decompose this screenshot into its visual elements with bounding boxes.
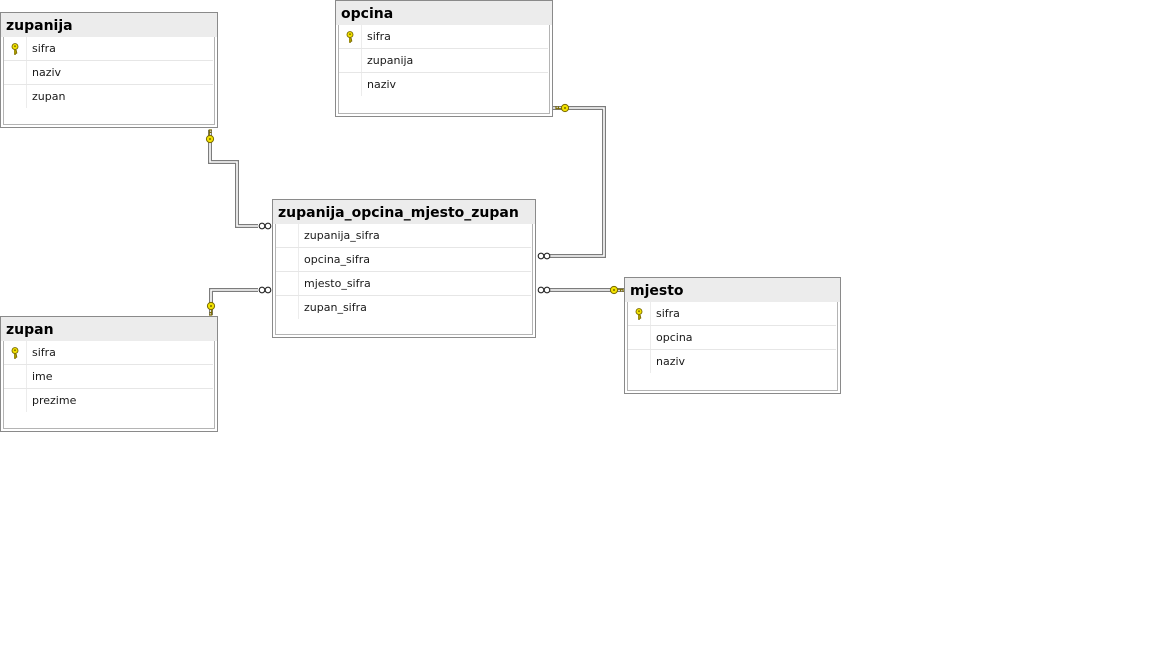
column-name: zupanija_sifra — [304, 229, 380, 242]
relationship-zupan[interactable] — [209, 288, 258, 315]
table-title[interactable]: zupanija — [1, 13, 217, 37]
column-name: zupanija — [367, 54, 414, 67]
primary-key-icon — [11, 43, 19, 55]
one-end-key-icon — [609, 285, 624, 295]
column-name: sifra — [32, 42, 56, 55]
column-row[interactable]: ime — [4, 365, 213, 389]
column-row[interactable]: opcina_sifra — [276, 248, 531, 272]
column-name: zupan_sifra — [304, 301, 367, 314]
table-opcina[interactable]: opcina sifra zupanija naziv — [335, 0, 553, 117]
column-name: naziv — [32, 66, 62, 79]
relationship-zupanija[interactable] — [208, 130, 258, 228]
column-row[interactable]: zupanija_sifra — [276, 224, 531, 248]
many-end-infinity-icon — [537, 252, 551, 260]
column-row[interactable]: prezime — [4, 389, 213, 412]
table-title[interactable]: zupan — [1, 317, 217, 341]
many-end-infinity-icon — [258, 222, 272, 230]
one-end-key-icon — [555, 103, 570, 113]
table-mjesto[interactable]: mjesto sifra opcina naziv — [624, 277, 841, 394]
column-row[interactable]: naziv — [339, 73, 548, 96]
one-end-key-icon — [206, 301, 216, 316]
primary-key-icon — [635, 308, 643, 320]
primary-key-icon — [11, 347, 19, 359]
column-row[interactable]: naziv — [4, 61, 213, 85]
table-title[interactable]: opcina — [336, 1, 552, 25]
many-end-infinity-icon — [537, 286, 551, 294]
column-name: opcina — [656, 331, 693, 344]
column-name: naziv — [656, 355, 686, 368]
column-row[interactable]: sifra — [4, 341, 213, 365]
table-zupanija-opcina-mjesto-zupan[interactable]: zupanija_opcina_mjesto_zupan zupanija_si… — [272, 199, 536, 338]
relationship-opcina[interactable] — [550, 106, 606, 258]
column-name: prezime — [32, 394, 77, 407]
primary-key-icon — [346, 31, 354, 43]
column-row[interactable]: sifra — [339, 25, 548, 49]
column-row[interactable]: zupan — [4, 85, 213, 108]
many-end-infinity-icon — [258, 286, 272, 294]
column-name: naziv — [367, 78, 397, 91]
column-row[interactable]: zupanija — [339, 49, 548, 73]
column-row[interactable]: opcina — [628, 326, 836, 350]
table-zupan[interactable]: zupan sifra ime prezime — [0, 316, 218, 432]
column-name: sifra — [656, 307, 680, 320]
column-row[interactable]: zupan_sifra — [276, 296, 531, 319]
table-title[interactable]: zupanija_opcina_mjesto_zupan — [273, 200, 535, 224]
column-name: sifra — [32, 346, 56, 359]
table-title[interactable]: mjesto — [625, 278, 840, 302]
column-row[interactable]: sifra — [4, 37, 213, 61]
column-name: ime — [32, 370, 53, 383]
column-row[interactable]: mjesto_sifra — [276, 272, 531, 296]
column-row[interactable]: sifra — [628, 302, 836, 326]
column-name: opcina_sifra — [304, 253, 370, 266]
column-row[interactable]: naziv — [628, 350, 836, 373]
one-end-key-icon — [205, 129, 215, 144]
table-zupanija[interactable]: zupanija sifra naziv zupan — [0, 12, 218, 128]
column-name: mjesto_sifra — [304, 277, 371, 290]
column-name: zupan — [32, 90, 66, 103]
column-name: sifra — [367, 30, 391, 43]
